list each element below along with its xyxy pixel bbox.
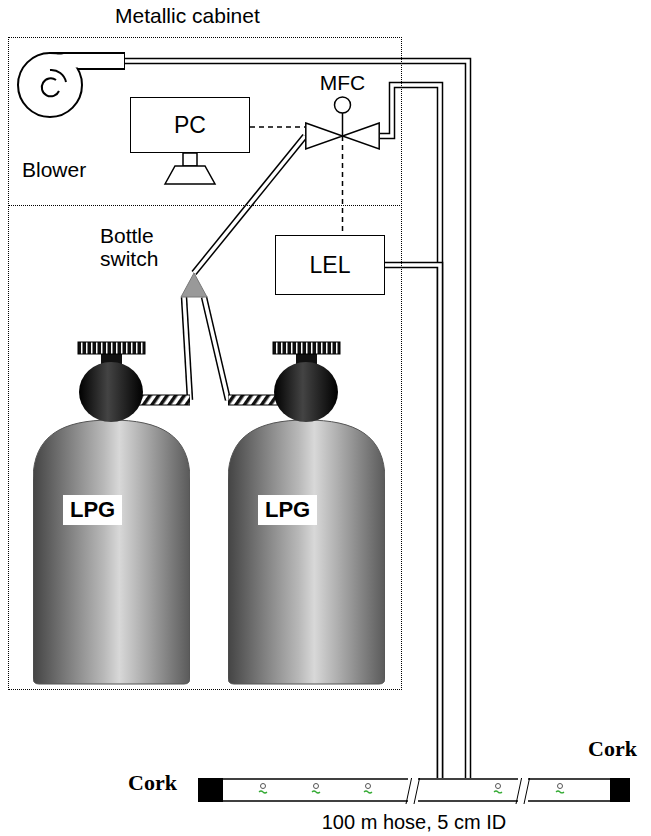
box-label: PC [174,112,206,139]
gas-pipe [380,85,440,778]
lpg-bottle: LPG [228,340,385,685]
signal-line [342,136,343,235]
cabinet-heading: Metallic cabinet [115,4,260,28]
cork-label: Cork [128,770,177,796]
valve-label: MFC [305,72,380,94]
connector-stroke [250,126,305,128]
bottle-switch: Bottle switch [100,222,210,300]
switch-triangle [180,272,208,298]
pc-base [165,166,215,184]
connector-stroke [204,297,228,400]
connector-stroke [380,85,440,778]
bottle-label: LPG [258,495,317,525]
connector-stroke [184,297,190,400]
lpg-bottle: LPG [33,340,190,685]
connector-stroke [184,297,190,400]
gas-pipe [204,297,228,400]
connector-stroke [385,265,440,778]
gas-pipe [385,265,440,778]
hose-label: 100 m hose, 5 cm ID [198,811,630,834]
hose-tube [198,778,630,804]
connector-stroke [204,297,228,400]
box-label: LEL [310,252,351,279]
connector-stroke [385,265,440,778]
connector-stroke [380,85,440,778]
blower-label: Blower [22,158,86,182]
cork-label: Cork [588,736,637,762]
blower-unit: Blower [8,40,125,185]
lel-box: LEL [275,235,385,295]
cabinet-region: Metallic cabinetBlower PC MFC Bottle switch… [0,0,410,700]
signal-line [250,127,305,128]
hose: 100 m hose, 5 cm ID [198,778,630,836]
blower-icon [8,40,125,150]
pc-box: PC [130,97,250,153]
bottle-label: LPG [63,495,122,525]
gas-pipe [184,297,190,400]
mfc-valve: MFC [305,72,380,152]
switch-label: Bottle switch [100,224,180,270]
cabinet-divider [8,205,402,206]
connector-stroke [342,136,344,235]
pc-neck [183,153,197,166]
